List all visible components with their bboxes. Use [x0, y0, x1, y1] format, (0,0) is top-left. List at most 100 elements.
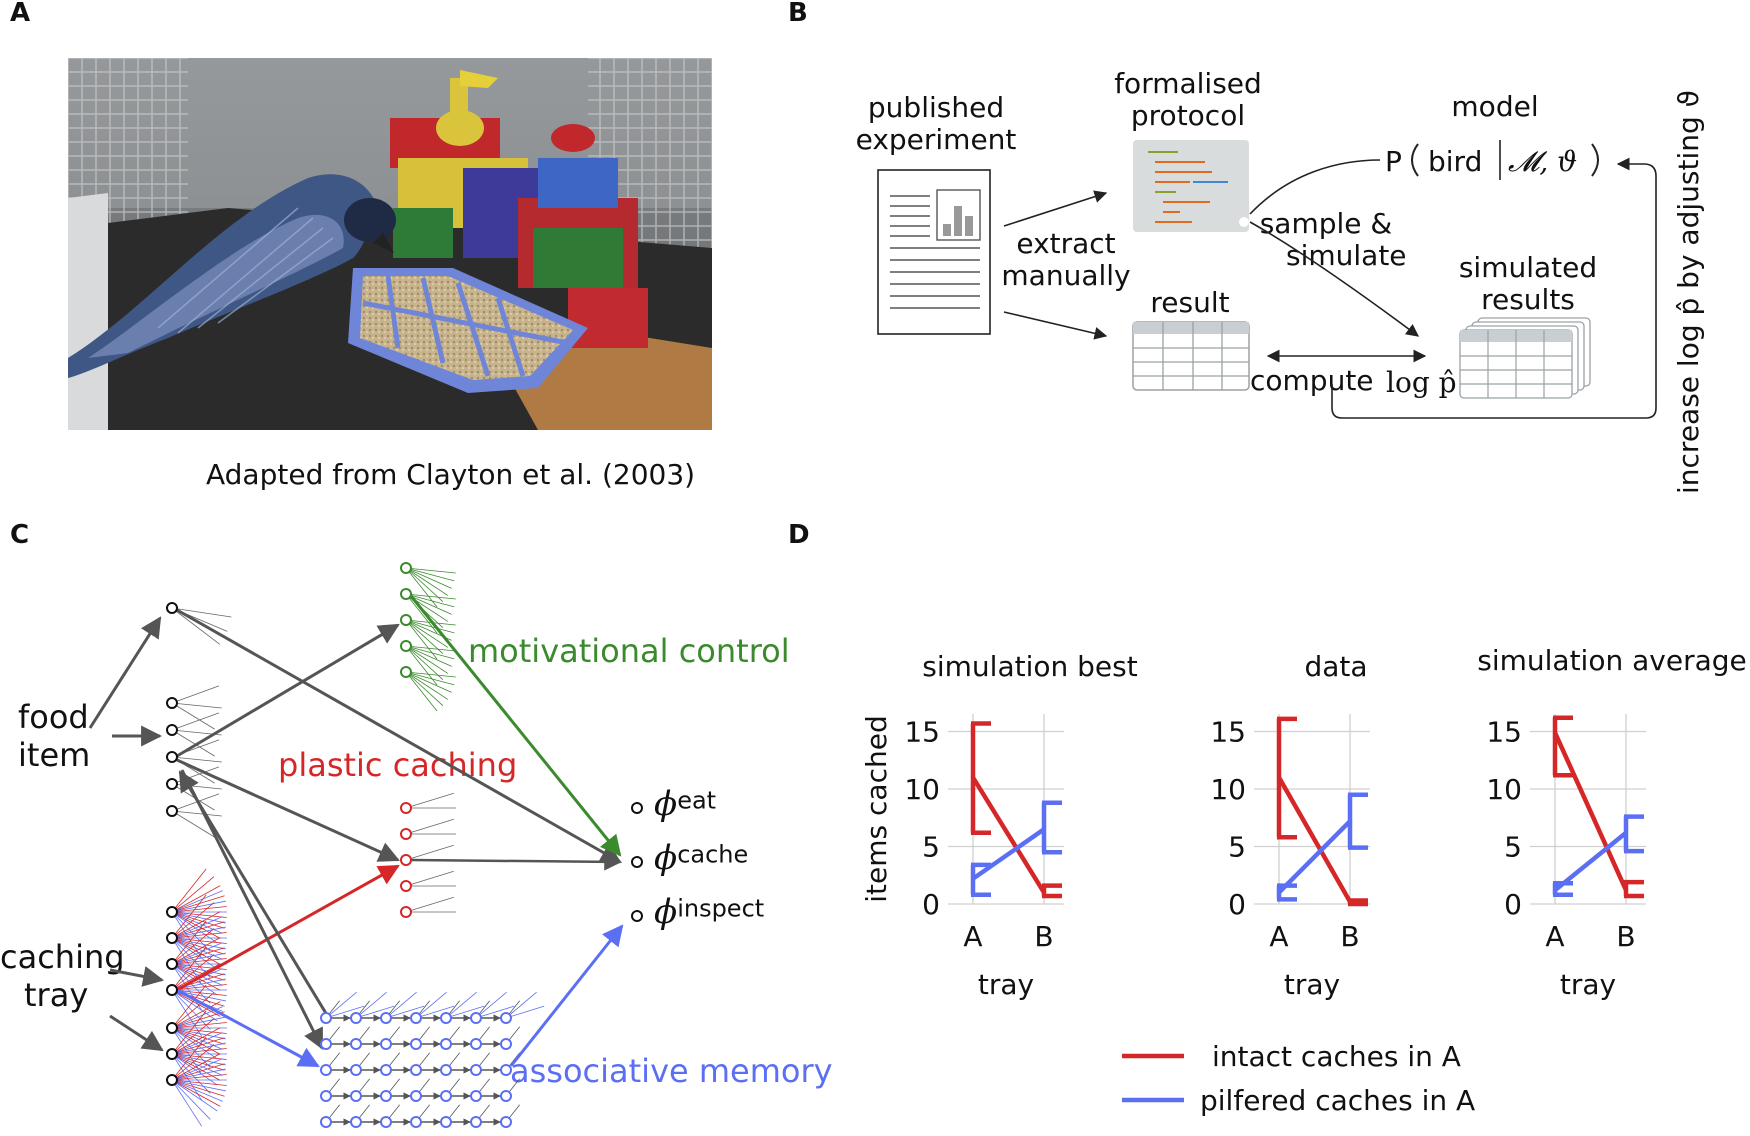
connection-line	[445, 991, 477, 1019]
result-table-icon	[1132, 321, 1250, 391]
formalised-line: formalised	[1114, 67, 1262, 100]
pipeline-arrows	[1003, 140, 1657, 419]
y-tick-label: 5	[1504, 831, 1522, 864]
connection-line	[171, 989, 221, 1017]
plastic-node	[400, 802, 412, 814]
protocol-line: protocol	[1130, 99, 1246, 132]
memory-node	[410, 1064, 422, 1076]
input-node	[166, 1048, 178, 1060]
connection-line	[171, 702, 215, 730]
model-label: model	[1451, 90, 1539, 123]
tray-line: tray	[24, 976, 89, 1014]
connection-line	[171, 1053, 226, 1066]
connection-line	[405, 896, 454, 913]
simulated-results-label: simulated results	[1448, 252, 1608, 316]
plastic-node	[400, 880, 412, 892]
simulated-results-icon	[1459, 317, 1591, 399]
connection-line	[355, 991, 387, 1019]
connection-arrow	[509, 924, 624, 1067]
x-tick-label: A	[963, 920, 982, 953]
connection-line	[171, 932, 227, 939]
connection-line	[405, 671, 449, 700]
memory-node	[410, 1116, 422, 1128]
connection-line	[171, 963, 226, 976]
food-line: food	[18, 698, 89, 736]
connection-line	[405, 567, 456, 574]
y-tick-label: 15	[904, 716, 940, 749]
phi-symbol: ϕ	[654, 838, 678, 878]
phi-symbol: ϕ	[654, 784, 678, 824]
connection-line	[171, 810, 215, 838]
connection-line	[171, 1079, 211, 1120]
connection-line	[171, 1079, 226, 1092]
connection-line	[171, 942, 223, 965]
plastic-node	[400, 906, 412, 918]
memory-node	[380, 1038, 392, 1050]
connection-line	[405, 645, 452, 667]
input-node	[166, 697, 178, 709]
connection-line	[405, 567, 455, 582]
network-diagram	[88, 562, 643, 1128]
connection-line	[405, 671, 444, 707]
connection-line	[171, 921, 225, 939]
memory-node	[350, 1064, 362, 1076]
connection-line	[171, 885, 221, 913]
published-experiment-label: published experiment	[846, 92, 1026, 156]
motivation-node	[400, 614, 412, 626]
connection-arrow	[178, 770, 332, 1021]
connection-line	[171, 1079, 218, 1112]
connection-arrow	[176, 864, 400, 992]
protocol-icon	[1133, 140, 1249, 232]
chart-title: simulation average	[1477, 644, 1747, 677]
caching-tray-label: caching tray	[0, 938, 125, 1014]
memory-node	[410, 1090, 422, 1102]
connection-line	[171, 876, 215, 913]
experiment-line: experiment	[855, 123, 1017, 156]
output-node-cache	[631, 856, 643, 868]
connection-line	[171, 954, 215, 991]
connection-line	[405, 619, 455, 634]
y-tick-label: 0	[1504, 888, 1522, 921]
motivation-node	[400, 666, 412, 678]
memory-node	[380, 1064, 392, 1076]
connection-line	[171, 810, 222, 817]
connection-line	[171, 1016, 226, 1029]
photo-caption: Adapted from Clayton et al. (2003)	[206, 458, 696, 491]
x-tick-label: B	[1340, 920, 1359, 953]
model-formula-bird: bird	[1428, 145, 1483, 178]
memory-node	[500, 1012, 512, 1024]
connection-line	[171, 1010, 207, 1055]
connection-arrow	[409, 595, 622, 857]
document-icon	[877, 169, 991, 335]
connection-line	[171, 868, 207, 913]
connection-arrow	[109, 1014, 164, 1052]
connection-line	[405, 645, 455, 660]
legend-label: pilfered caches in A	[1200, 1084, 1475, 1117]
memory-node	[440, 1090, 452, 1102]
memory-node	[380, 1090, 392, 1102]
connection-line	[171, 1079, 203, 1127]
plastic-caching-label: plastic caching	[278, 746, 518, 784]
x-tick-label: A	[1545, 920, 1564, 953]
connection-line	[171, 1074, 227, 1081]
motivation-node	[400, 640, 412, 652]
memory-node	[500, 1090, 512, 1102]
connection-line	[171, 1022, 227, 1029]
x-tick-label: B	[1034, 920, 1053, 953]
results-line: results	[1481, 283, 1575, 316]
associative-memory-label: associative memory	[510, 1052, 833, 1090]
motivation-node	[400, 562, 412, 574]
connection-line	[171, 1037, 225, 1055]
input-node	[166, 724, 178, 736]
connection-line	[405, 619, 444, 655]
connection-line	[171, 989, 218, 1022]
connection-line	[171, 1001, 221, 1029]
connection-line	[405, 567, 444, 603]
phi-cache-sup: cache	[677, 840, 749, 869]
memory-node	[440, 1064, 452, 1076]
connection-line	[171, 1018, 215, 1055]
connection-line	[385, 991, 417, 1019]
connection-line	[475, 991, 507, 1019]
connection-line	[171, 906, 227, 913]
